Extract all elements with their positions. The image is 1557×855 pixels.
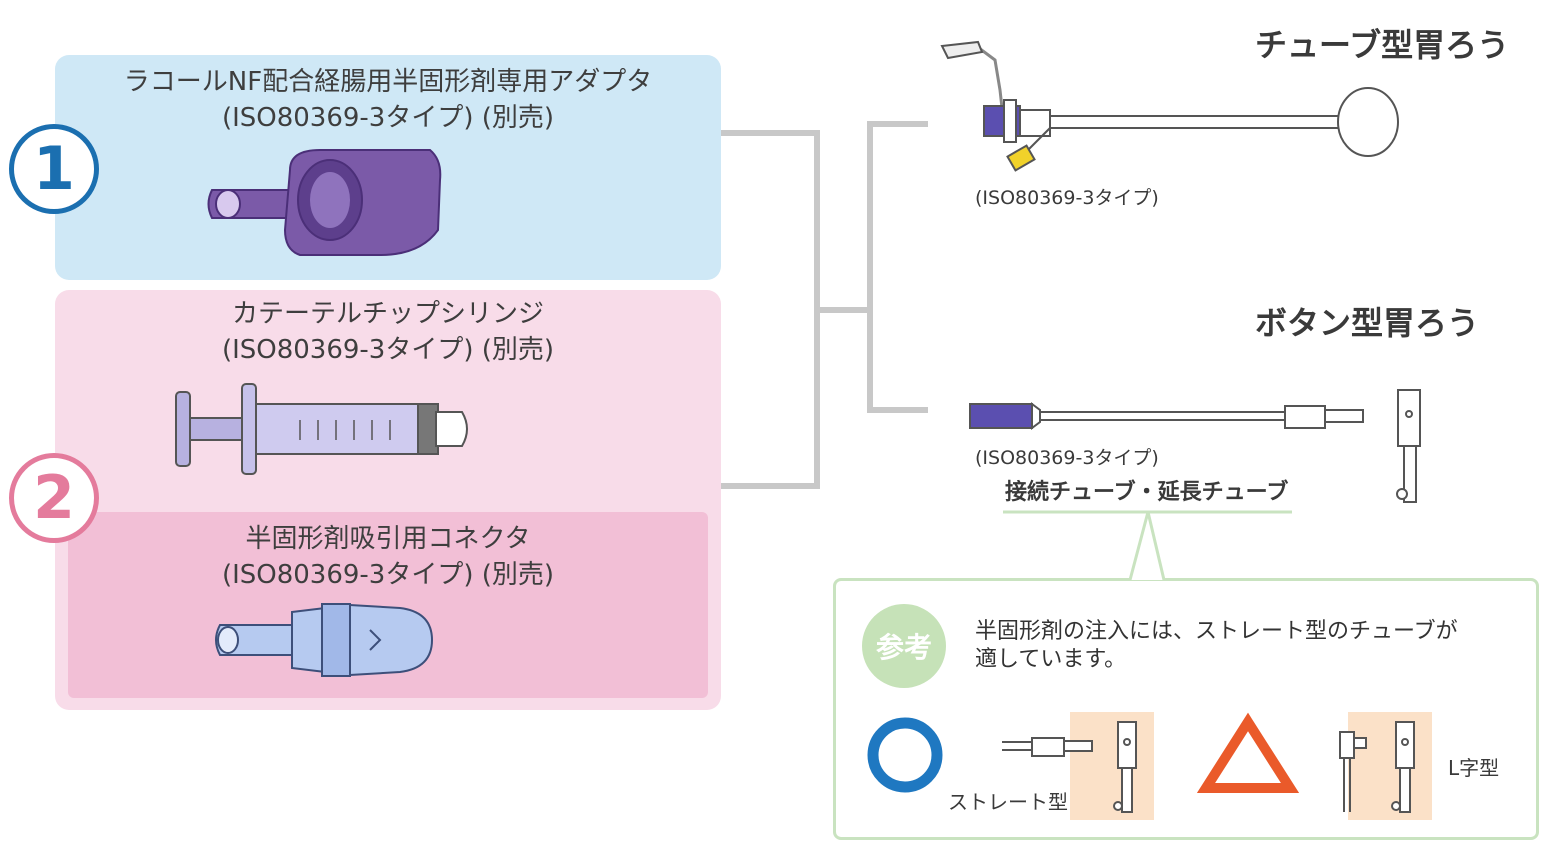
tube-gastrostomy-icon bbox=[940, 40, 1399, 172]
button-iso-label: (ISO80369-3タイプ) bbox=[975, 447, 1159, 469]
connector-title-line2: (ISO80369-3タイプ) (別売) bbox=[221, 560, 555, 590]
ok-circle-icon bbox=[867, 717, 943, 793]
connector-lines bbox=[721, 121, 928, 489]
syringe-title: カテーテルチップシリンジ (ISO80369-3タイプ) (別売) bbox=[55, 296, 721, 368]
adapter-title: ラコールNF配合経腸用半固形剤専用アダプタ (ISO80369-3タイプ) (別… bbox=[55, 64, 721, 136]
suction-connector-icon bbox=[215, 603, 434, 677]
reference-text: 半固形剤の注入には、ストレート型のチューブが 適しています。 bbox=[975, 618, 1505, 674]
button-type-label: ボタン型胃ろう bbox=[1255, 304, 1480, 342]
adapter-title-line2: (ISO80369-3タイプ) (別売) bbox=[221, 103, 555, 133]
l-type-label: L字型 bbox=[1448, 756, 1500, 780]
connection-tube-label: 接続チューブ・延長チューブ bbox=[1005, 480, 1289, 505]
connector-title-line1: 半固形剤吸引用コネクタ bbox=[245, 524, 531, 554]
number-two-badge: 2 bbox=[9, 453, 99, 543]
button-gastrostomy-icon bbox=[969, 389, 1421, 503]
straight-type-icon bbox=[1002, 712, 1154, 820]
tube-iso-label: (ISO80369-3タイプ) bbox=[975, 187, 1159, 209]
callout-line bbox=[1003, 510, 1292, 581]
l-type-icon bbox=[1339, 712, 1432, 820]
adapter-device-icon bbox=[207, 149, 442, 256]
syringe-icon bbox=[175, 383, 468, 475]
reference-badge: 参考 bbox=[862, 604, 946, 688]
number-one-badge: 1 bbox=[9, 124, 99, 214]
caution-triangle-icon bbox=[1196, 712, 1300, 793]
syringe-title-line1: カテーテルチップシリンジ bbox=[231, 299, 544, 329]
reference-text-line1: 半固形剤の注入には、ストレート型のチューブが bbox=[975, 619, 1458, 644]
connector-title: 半固形剤吸引用コネクタ (ISO80369-3タイプ) (別売) bbox=[68, 521, 708, 593]
reference-text-line2: 適しています。 bbox=[975, 647, 1127, 672]
syringe-title-line2: (ISO80369-3タイプ) (別売) bbox=[221, 335, 555, 365]
tube-type-label: チューブ型胃ろう bbox=[1255, 26, 1510, 64]
straight-type-label: ストレート型 bbox=[948, 790, 1068, 814]
adapter-title-line1: ラコールNF配合経腸用半固形剤専用アダプタ bbox=[123, 67, 653, 97]
